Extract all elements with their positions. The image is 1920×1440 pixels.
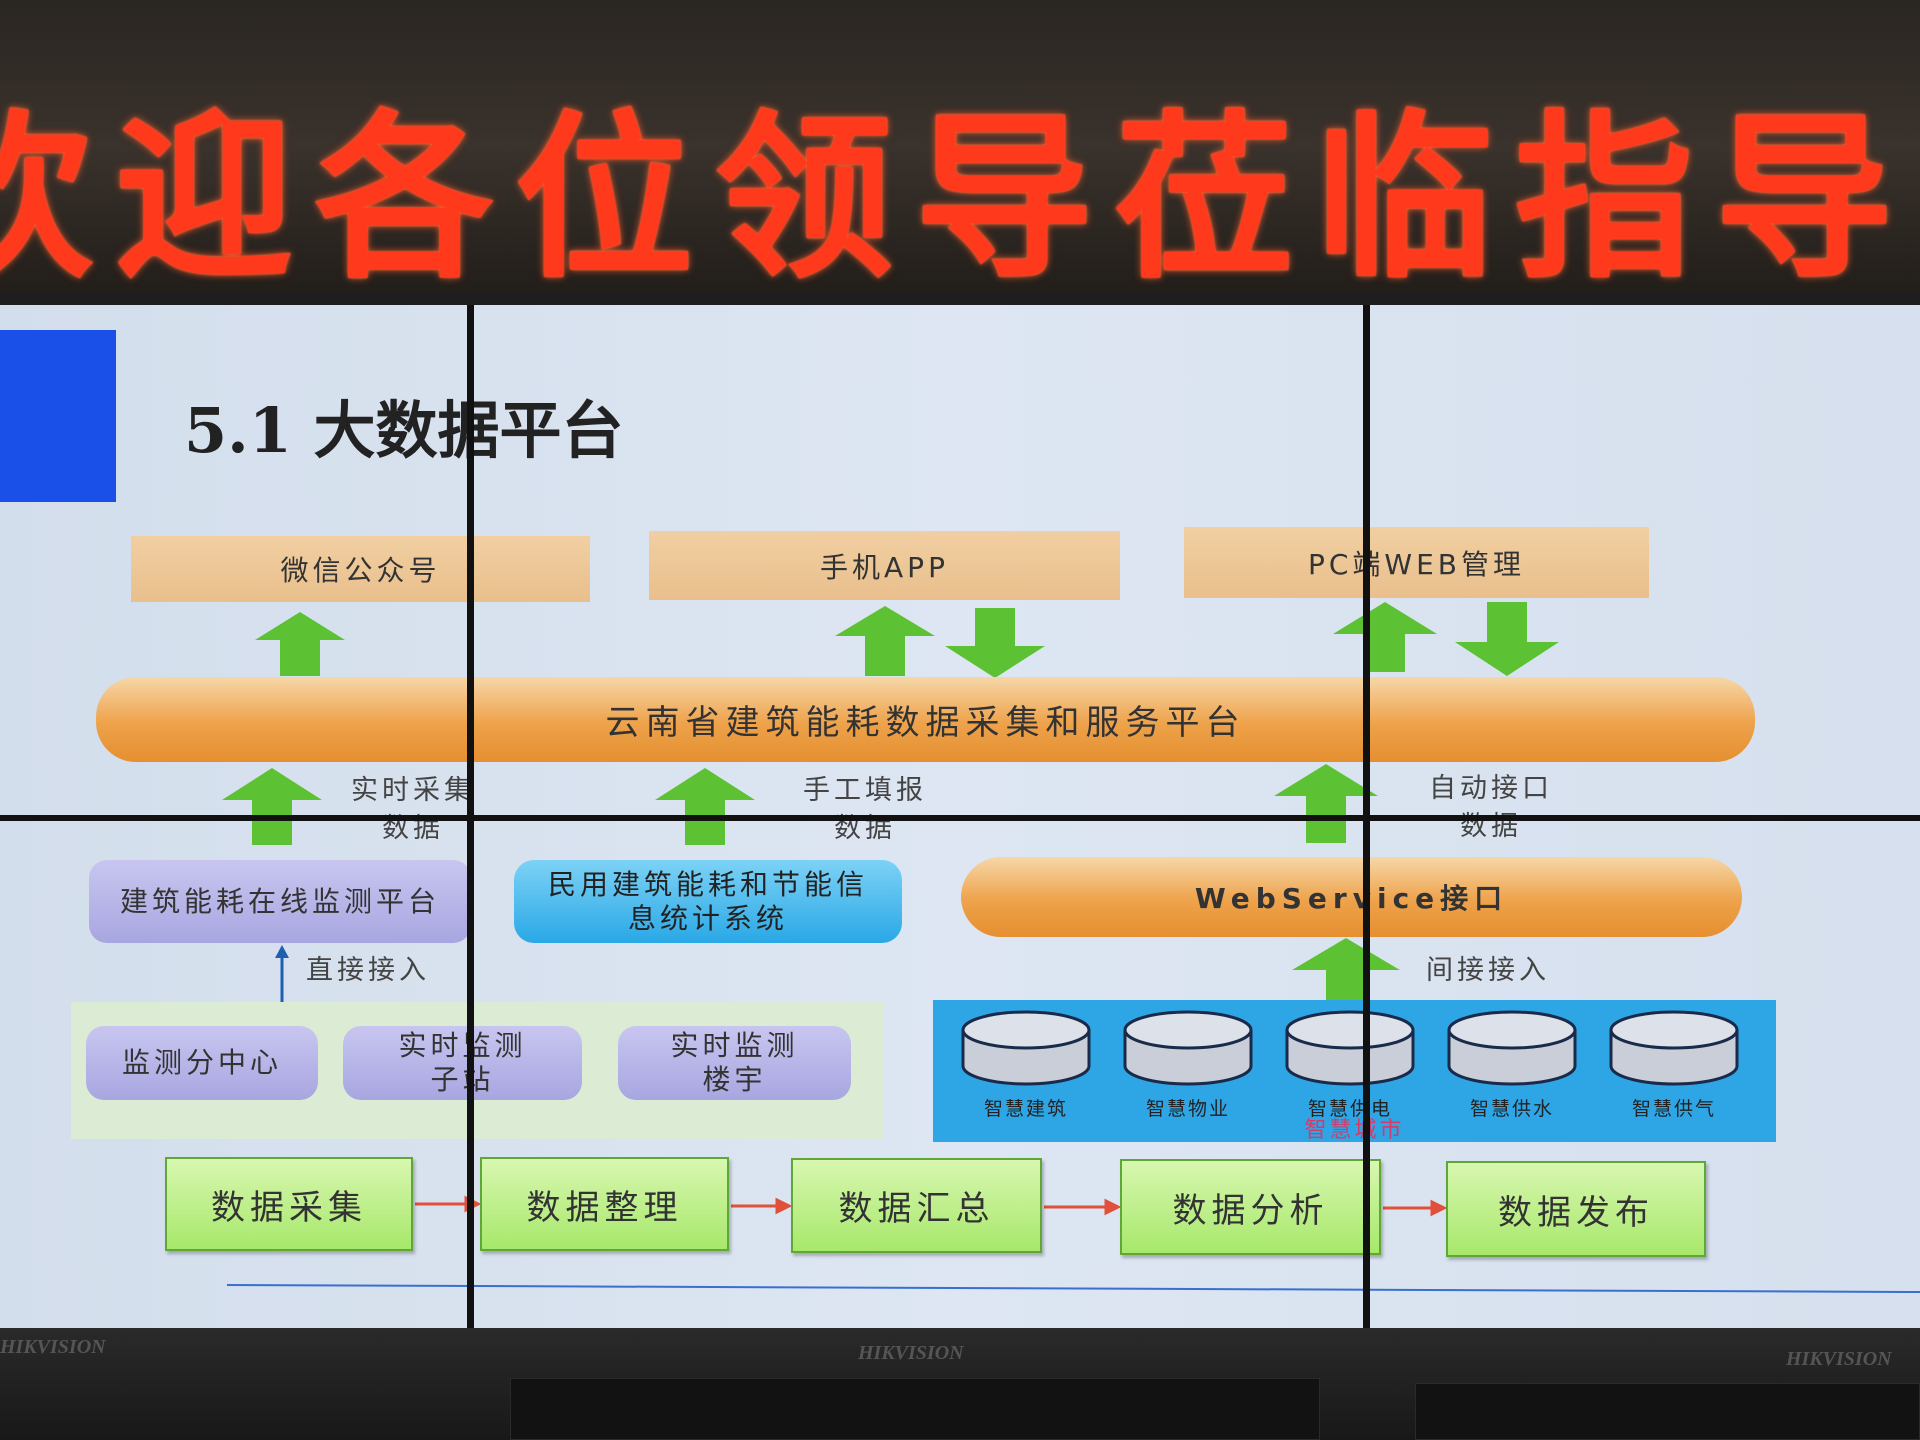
lower-screen [1415,1383,1920,1440]
brand-logo: HIKVISION [0,1336,106,1358]
database-label: 智慧供水 [1469,1098,1554,1120]
label-line: 手工填报 [803,775,927,806]
database-icon [1447,1010,1577,1086]
process-collect: 数据采集 [165,1157,413,1251]
led-banner-text: 欢迎各位领导莅临指导! [0,93,1920,292]
arrow-up-icon [1292,938,1400,1000]
output-pc-web: PC端WEB管理 [1184,527,1649,598]
label-line: 数据 [1460,811,1522,842]
database-label: 智慧物业 [1145,1098,1230,1120]
arrow-up-icon [1274,764,1378,843]
output-wechat: 微信公众号 [131,536,590,602]
arrow-up-icon [1333,602,1437,672]
database-label: 智慧供气 [1631,1098,1716,1120]
label-indirect-access: 间接接入 [1426,955,1550,986]
process-publish: 数据发布 [1446,1161,1706,1257]
node-building: 实时监测楼宇 [618,1026,851,1100]
database-item: 智慧供气 [1609,1010,1739,1121]
slide-accent-block [0,330,116,502]
database-item: 智慧供水 [1447,1010,1577,1121]
process-summarize: 数据汇总 [791,1158,1042,1253]
arrow-up-icon [222,768,322,845]
database-icon [1123,1010,1253,1086]
arrow-down-icon [1455,602,1559,676]
database-icon [1609,1010,1739,1086]
database-list: 智慧建筑 智慧物业 智慧供电 智慧供水 智慧供气 [961,1010,1739,1121]
arrow-up-icon [255,612,345,676]
output-mobile-app: 手机APP [649,531,1120,600]
bottom-bezel: HIKVISION HIKVISION HIKVISION [0,1328,1920,1440]
smart-city-panel: 智慧建筑 智慧物业 智慧供电 智慧供水 智慧供气 智慧城市 [933,1000,1776,1143]
slide-title: 5.1 大数据平台 [184,394,624,467]
brand-logo: HIKVISION [858,1342,964,1364]
brand-logo: HIKVISION [1786,1348,1892,1370]
process-analyze: 数据分析 [1120,1159,1381,1255]
platform-bar: 云南省建筑能耗数据采集和服务平台 [96,677,1755,762]
database-item: 智慧建筑 [961,1010,1091,1121]
arrow-up-icon [655,768,755,845]
label-line: 实时采集 [351,775,475,806]
label-realtime-collect: 实时采集数据 [318,772,508,848]
database-item: 智慧物业 [1123,1010,1253,1121]
process-organize: 数据整理 [480,1157,729,1251]
arrow-up-icon [835,606,935,676]
online-monitor-platform: 建筑能耗在线监测平台 [89,860,471,943]
database-item: 智慧供电 [1285,1010,1415,1121]
screen-bezel [0,815,1920,821]
node-sub-center: 监测分中心 [86,1026,318,1100]
smart-city-title: 智慧城市 [1304,1118,1405,1143]
database-label: 智慧建筑 [983,1098,1068,1120]
label-auto-interface: 自动接口数据 [1396,770,1586,846]
database-icon [961,1010,1091,1086]
webservice-interface: WebService接口 [961,857,1742,937]
arrowhead-icon [275,945,289,958]
node-substation: 实时监测子站 [343,1026,582,1100]
led-banner: 欢迎各位领导莅临指导! [0,0,1920,292]
lower-screen [510,1378,1320,1440]
stats-system: 民用建筑能耗和节能信息统计系统 [514,860,902,943]
slide-footer-line [226,1284,1920,1293]
database-icon [1285,1010,1415,1086]
label-line: 自动接口 [1429,773,1553,804]
arrow-down-icon [945,608,1045,678]
label-direct-access: 直接接入 [306,955,430,986]
label-manual-fill: 手工填报数据 [770,772,960,848]
